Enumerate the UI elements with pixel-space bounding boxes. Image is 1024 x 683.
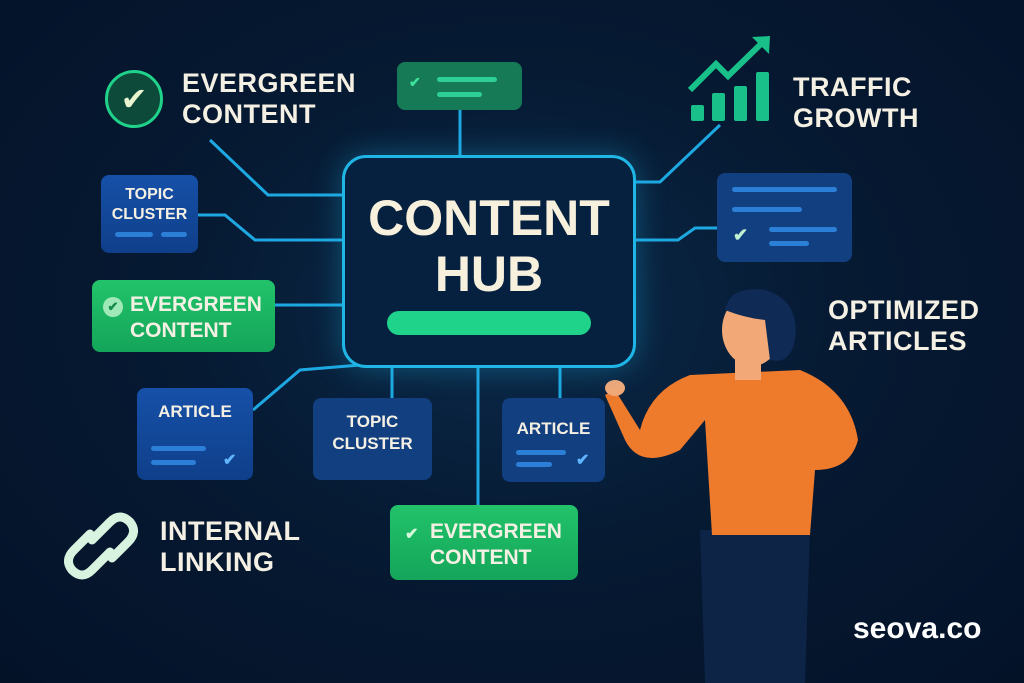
article-card-2: ARTICLE ✔	[502, 398, 605, 482]
check-icon: ✔	[223, 452, 237, 469]
check-icon: ✔	[409, 74, 421, 90]
hub-progress-bar	[387, 311, 591, 335]
person-illustration	[605, 289, 858, 683]
check-icon: ✔	[103, 297, 123, 317]
check-circle-icon: ✔	[105, 70, 163, 128]
evergreen-mini-card: ✔	[397, 62, 522, 110]
article-card: ARTICLE ✔	[137, 388, 253, 480]
optimized-article-card: ✔	[717, 173, 852, 262]
link-icon	[64, 512, 138, 580]
traffic-growth-icon	[687, 36, 770, 121]
check-icon: ✔	[733, 225, 749, 245]
check-icon: ✔	[576, 452, 590, 469]
brand-logo: seova.co	[853, 612, 982, 645]
check-icon: ✔	[405, 526, 419, 543]
